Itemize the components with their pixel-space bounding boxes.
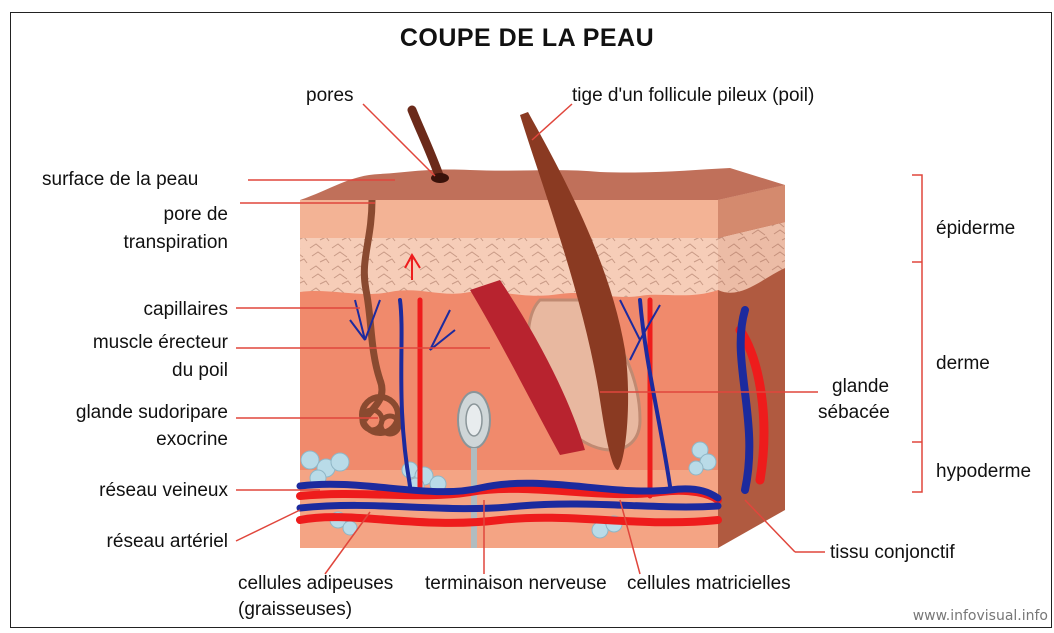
watermark: www.infovisual.info bbox=[913, 608, 1048, 624]
label-matrix-cells: cellules matricielles bbox=[627, 572, 791, 595]
label-sweat-pore-1: pore de bbox=[164, 203, 228, 226]
label-sweat-pore-2: transpiration bbox=[123, 231, 228, 254]
label-hypodermis: hypoderme bbox=[936, 460, 1031, 483]
label-dermis: derme bbox=[936, 352, 990, 375]
label-nerve-ending: terminaison nerveuse bbox=[425, 572, 607, 595]
label-sebaceous-gland-2: sébacée bbox=[818, 401, 890, 424]
label-pores: pores bbox=[306, 84, 354, 107]
label-erector-muscle-1: muscle érecteur bbox=[93, 331, 228, 354]
label-sebaceous-gland-1: glande bbox=[832, 375, 889, 398]
label-epidermis: épiderme bbox=[936, 217, 1015, 240]
label-connective-tissue: tissu conjonctif bbox=[830, 541, 955, 564]
label-skin-surface: surface de la peau bbox=[42, 168, 198, 191]
label-arterial-network: réseau artériel bbox=[107, 530, 228, 553]
label-hair-shaft: tige d'un follicule pileux (poil) bbox=[572, 84, 814, 107]
label-fat-cells-1: cellules adipeuses bbox=[238, 572, 393, 595]
label-sweat-gland-2: exocrine bbox=[156, 428, 228, 451]
label-erector-muscle-2: du poil bbox=[172, 359, 228, 382]
label-sweat-gland-1: glande sudoripare bbox=[76, 401, 228, 424]
label-fat-cells-2: (graisseuses) bbox=[238, 598, 352, 621]
label-venous-network: réseau veineux bbox=[99, 479, 228, 502]
label-capillaries: capillaires bbox=[144, 298, 228, 321]
layer-brackets bbox=[912, 175, 922, 492]
